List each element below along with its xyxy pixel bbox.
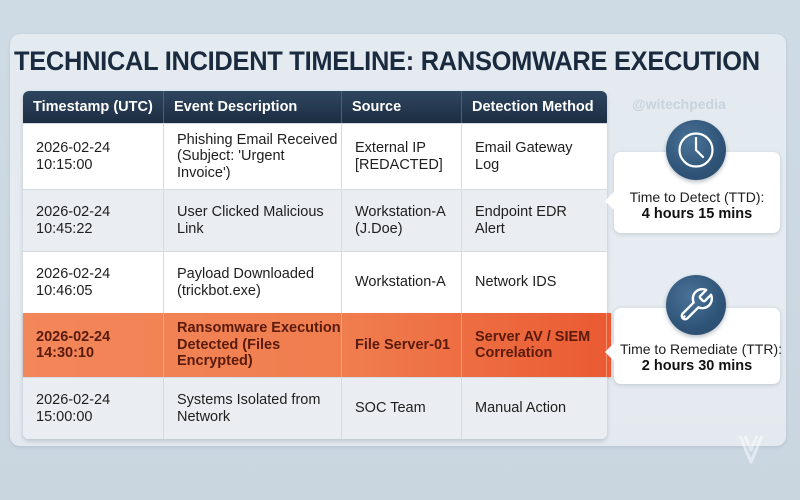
wrench-icon [666, 275, 726, 335]
cell-detection: Manual Action [475, 400, 567, 417]
cell-source: File Server-01 [342, 313, 462, 377]
table-header: Timestamp (UTC) Event Description Source… [23, 91, 607, 123]
clock-icon [666, 120, 726, 180]
cell-detection: Email Gateway Log [475, 140, 573, 173]
cell-detection: Network IDS [475, 274, 557, 291]
cell-event: Phishing Email Received (Subject: 'Urgen… [164, 124, 342, 189]
cell-event: Ransomware Execution Detected (Files Enc… [164, 313, 342, 377]
page-title: TECHNICAL INCIDENT TIMELINE: RANSOMWARE … [14, 46, 760, 76]
watermark-text: @witechpedia [632, 96, 726, 112]
cell-timestamp: 2026-02-24 10:15:00 [23, 124, 164, 189]
table-row: 2026-02-24 10:46:05 Payload Downloaded (… [23, 251, 607, 313]
incident-timeline-table: Timestamp (UTC) Event Description Source… [23, 91, 611, 439]
cell-source: Workstation-A (J.Doe) [342, 190, 462, 251]
cell-detection: Server AV / SIEM Correlation [462, 313, 607, 377]
cell-event: User Clicked Malicious Link [164, 190, 342, 251]
cell-timestamp: 2026-02-24 10:46:05 [23, 252, 164, 313]
column-header-event-description: Event Description [164, 91, 342, 123]
cell-detection: Endpoint EDR Alert [475, 204, 567, 237]
table-row: 2026-02-24 10:45:22 User Clicked Malicio… [23, 189, 607, 251]
cell-event: Systems Isolated from Network [164, 378, 342, 439]
cell-source: External IP [REDACTED] [342, 124, 462, 189]
brand-logo-icon [738, 435, 764, 464]
ttd-label: Time to Detect (TTD): [629, 189, 765, 205]
column-header-detection-method: Detection Method [472, 99, 594, 115]
table-row: 2026-02-24 15:00:00 Systems Isolated fro… [23, 377, 607, 439]
cell-timestamp: 2026-02-24 10:45:22 [23, 190, 164, 251]
cell-source: Workstation-A [342, 252, 462, 313]
table-row: 2026-02-24 10:15:00 Phishing Email Recei… [23, 123, 607, 189]
cell-event: Payload Downloaded (trickbot.exe) [164, 252, 342, 313]
ttr-value: 2 hours 30 mins [641, 358, 753, 374]
ttd-value: 4 hours 15 mins [641, 206, 753, 222]
cell-timestamp: 2026-02-24 15:00:00 [23, 378, 164, 439]
column-header-timestamp: Timestamp (UTC) [23, 91, 164, 123]
column-header-source: Source [342, 91, 462, 123]
table-row-highlighted: 2026-02-24 14:30:10 Ransomware Execution… [23, 313, 611, 377]
cell-source: SOC Team [342, 378, 462, 439]
cell-timestamp: 2026-02-24 14:30:10 [23, 313, 164, 377]
ttr-label: Time to Remediate (TTR): [619, 341, 783, 357]
